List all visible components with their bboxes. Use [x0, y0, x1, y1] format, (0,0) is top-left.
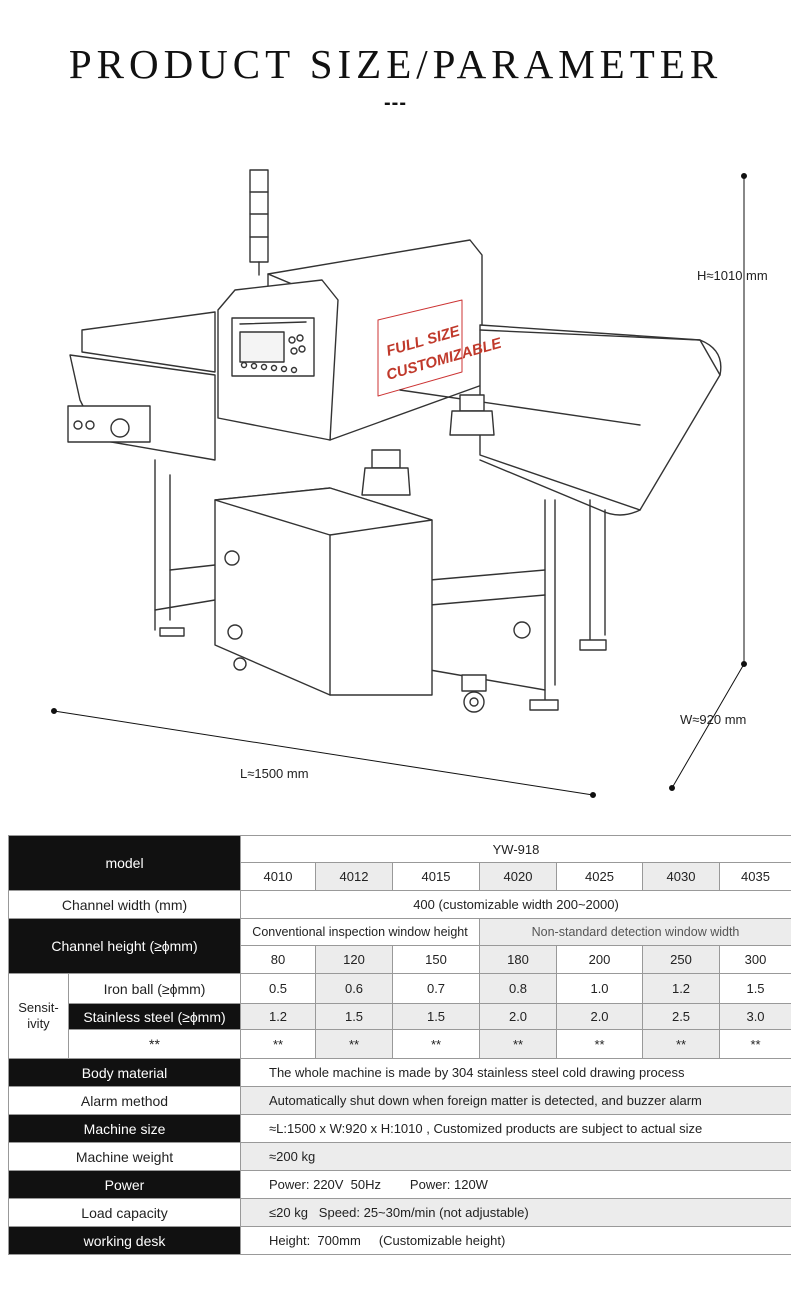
iron-ball-cell: 0.7 [392, 973, 481, 1004]
channel-width-label: Channel width (mm) [7, 890, 242, 919]
stainless-cell: 1.2 [240, 1003, 317, 1030]
alarm-method-value: Automatically shut down when foreign mat… [240, 1086, 791, 1115]
nonstandard-window-label: Non-standard detection window width [479, 918, 791, 946]
load-capacity-value: ≤20 kg Speed: 25~30m/min (not adjustable… [240, 1198, 791, 1227]
title-mark: --- [384, 92, 407, 114]
other-cell: ** [315, 1029, 394, 1059]
length-label: L≈1500 mm [240, 766, 309, 781]
other-cell: ** [392, 1029, 481, 1059]
iron-ball-cell: 0.5 [240, 973, 317, 1004]
channel-height-cell: 150 [392, 945, 481, 974]
model-cell: 4015 [392, 862, 481, 891]
iron-ball-cell: 0.8 [479, 973, 558, 1004]
width-dimension-line [671, 663, 745, 789]
model-cell: 4025 [556, 862, 644, 891]
power-label: Power [7, 1170, 242, 1199]
width-label: W≈920 mm [680, 712, 747, 727]
channel-height-label: Channel height (≥ϕmm) [7, 918, 242, 974]
iron-ball-cell: 1.0 [556, 973, 644, 1004]
body-material-value: The whole machine is made by 304 stainle… [240, 1058, 791, 1087]
model-cell: 4010 [240, 862, 317, 891]
iron-ball-cell: 0.6 [315, 973, 394, 1004]
other-label: ** [67, 1029, 242, 1059]
other-cell: ** [719, 1029, 791, 1059]
model-label: model [7, 835, 242, 891]
stainless-cell: 1.5 [392, 1003, 481, 1030]
iron-ball-cell: 1.2 [642, 973, 721, 1004]
other-cell: ** [556, 1029, 644, 1059]
working-desk-value: Height: 700mm (Customizable height) [240, 1226, 791, 1255]
other-cell: ** [479, 1029, 558, 1059]
channel-height-cell: 200 [556, 945, 644, 974]
page-title: PRODUCT SIZE/PARAMETER [68, 41, 723, 87]
channel-width-value: 400 (customizable width 200~2000) [240, 890, 791, 919]
stainless-cell: 2.5 [642, 1003, 721, 1030]
stainless-cell: 2.0 [556, 1003, 644, 1030]
spec-table: model YW-918 4010 4012 4015 4020 4025 40… [7, 835, 791, 1255]
channel-height-cell: 250 [642, 945, 721, 974]
machine-size-value: ≈L:1500 x W:920 x H:1010 , Customized pr… [240, 1114, 791, 1143]
height-label: H≈1010 mm [697, 268, 768, 283]
channel-height-cell: 300 [719, 945, 791, 974]
other-cell: ** [240, 1029, 317, 1059]
machine-drawing: FULL SIZE CUSTOMIZABLE [51, 169, 747, 798]
model-cell: 4020 [479, 862, 558, 891]
iron-ball-label: Iron ball (≥ϕmm) [67, 973, 242, 1004]
channel-height-cell: 180 [479, 945, 558, 974]
stainless-cell: 3.0 [719, 1003, 791, 1030]
other-cell: ** [642, 1029, 721, 1059]
power-value: Power: 220V 50Hz Power: 120W [240, 1170, 791, 1199]
iron-ball-cell: 1.5 [719, 973, 791, 1004]
working-desk-label: working desk [7, 1226, 242, 1255]
machine-size-label: Machine size [7, 1114, 242, 1143]
model-cell: 4030 [642, 862, 721, 891]
length-dimension-line [53, 710, 594, 796]
channel-height-cell: 120 [315, 945, 394, 974]
model-cell: 4035 [719, 862, 791, 891]
stainless-cell: 2.0 [479, 1003, 558, 1030]
sensitivity-label: Sensit- ivity [8, 973, 69, 1059]
alarm-method-label: Alarm method [7, 1086, 242, 1115]
signal-tower [249, 169, 269, 263]
machine-weight-label: Machine weight [7, 1142, 242, 1171]
stainless-steel-label: Stainless steel (≥ϕmm) [67, 1003, 242, 1030]
machine-weight-value: ≈200 kg [240, 1142, 791, 1171]
body-material-label: Body material [7, 1058, 242, 1087]
load-capacity-label: Load capacity [7, 1198, 242, 1227]
model-name: YW-918 [240, 835, 791, 863]
channel-height-cell: 80 [240, 945, 317, 974]
stainless-cell: 1.5 [315, 1003, 394, 1030]
model-cell: 4012 [315, 862, 394, 891]
conventional-window-label: Conventional inspection window height [240, 918, 481, 946]
